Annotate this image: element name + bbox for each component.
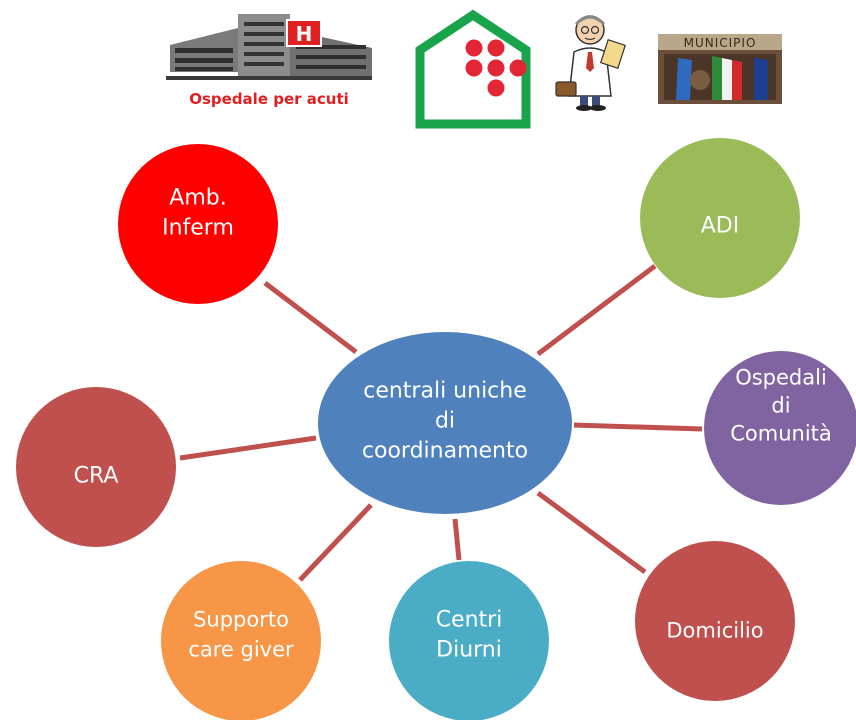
label-line: Diurni — [436, 638, 502, 663]
label-line: Ospedali — [735, 365, 827, 389]
node-amb-inferm-label: Amb. Inferm — [162, 186, 234, 241]
connector-lines — [179, 264, 703, 582]
label-line: Centri — [436, 608, 503, 633]
node-domicilio-label: Domicilio — [666, 618, 763, 642]
node-supporto-care-giver-label: Supporto care giver — [188, 607, 294, 661]
node-adi-label: ADI — [701, 214, 739, 239]
label-line: Inferm — [162, 216, 234, 241]
hospital-sign-letter: H — [296, 22, 313, 46]
label-line: ADI — [701, 214, 739, 239]
central-hub: centrali uniche di coordinamento — [316, 330, 574, 516]
hospital-logo: H Ospedale per acuti — [166, 14, 372, 108]
connector-ospedali-comunita — [572, 422, 703, 432]
hospital-sign-icon — [286, 19, 322, 47]
health-house-logo — [415, 9, 531, 129]
label-line: centrali uniche — [363, 379, 527, 404]
label-line: CRA — [74, 464, 119, 489]
connector-cra — [179, 435, 317, 461]
node-cra-label: CRA — [74, 464, 119, 489]
node-cra: CRA — [16, 387, 176, 547]
connector-centri-diurni — [452, 518, 462, 561]
node-domicilio: Domicilio — [635, 541, 795, 701]
label-line: di — [771, 393, 790, 417]
label-line: Comunità — [730, 421, 832, 445]
doctor-cartoon-icon — [555, 15, 627, 111]
node-supporto-care-giver: Supporto care giver — [161, 561, 321, 720]
municipio-photo: MUNICIPIO — [658, 34, 782, 104]
label-line: Amb. — [169, 186, 226, 211]
node-adi: ADI — [640, 138, 800, 298]
label-line: Domicilio — [666, 618, 763, 642]
label-line: di — [435, 409, 455, 434]
label-line: Supporto — [193, 607, 289, 631]
connector-domicilio — [536, 490, 647, 575]
connector-amb-inferm — [263, 281, 358, 354]
central-hub-label: centrali uniche di coordinamento — [362, 379, 528, 464]
central-hub-ellipse — [316, 330, 574, 516]
label-line: care giver — [188, 637, 294, 661]
node-amb-inferm: Amb. Inferm — [118, 144, 278, 304]
municipio-caption: MUNICIPIO — [684, 36, 757, 50]
label-line: coordinamento — [362, 439, 528, 464]
connector-adi — [536, 264, 657, 356]
connector-supporto-care-giver — [298, 503, 373, 582]
hospital-caption: Ospedale per acuti — [189, 90, 349, 108]
